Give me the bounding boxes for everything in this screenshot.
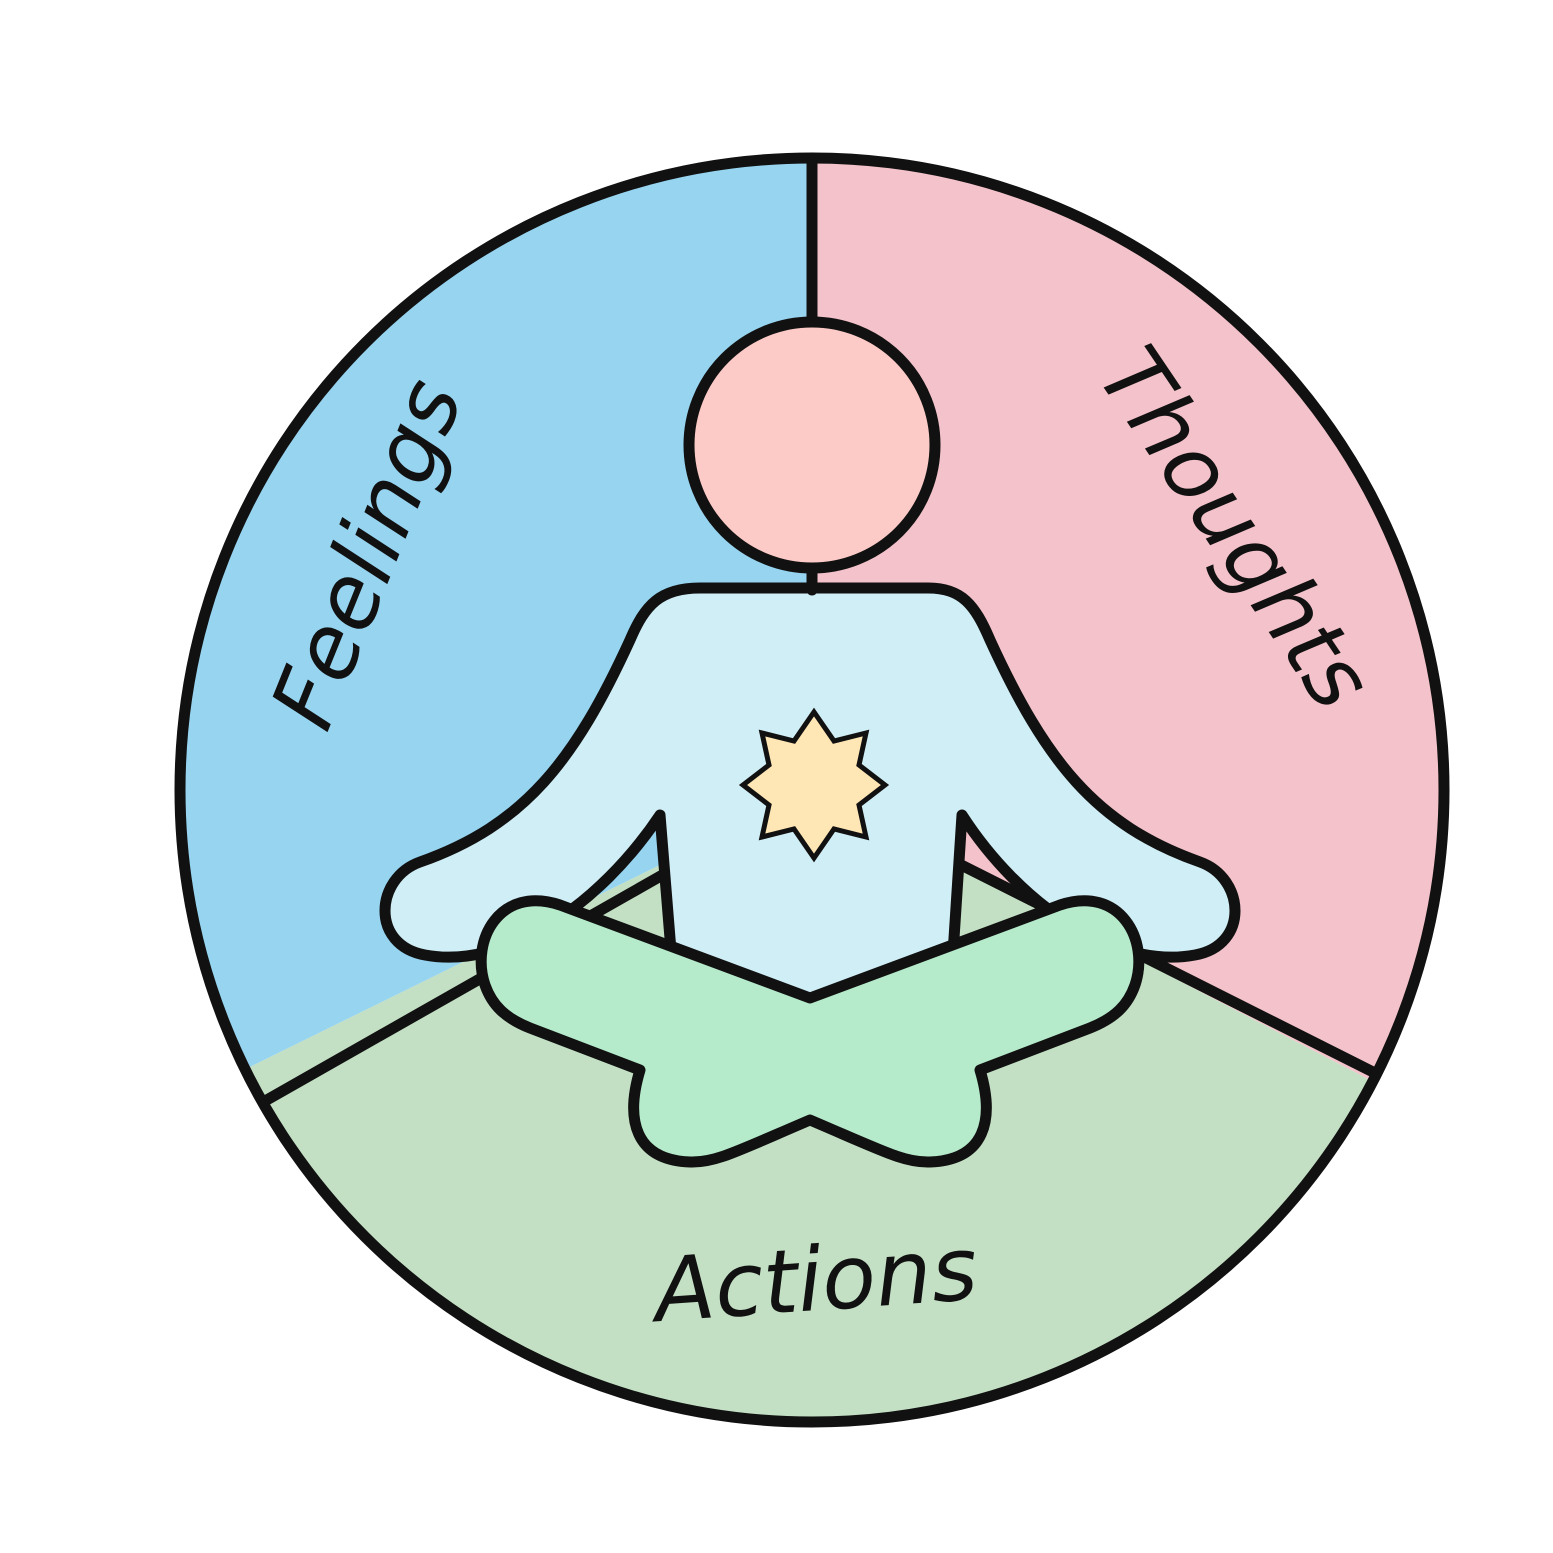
head-circle (689, 322, 935, 568)
heart-star-icon (743, 712, 885, 858)
